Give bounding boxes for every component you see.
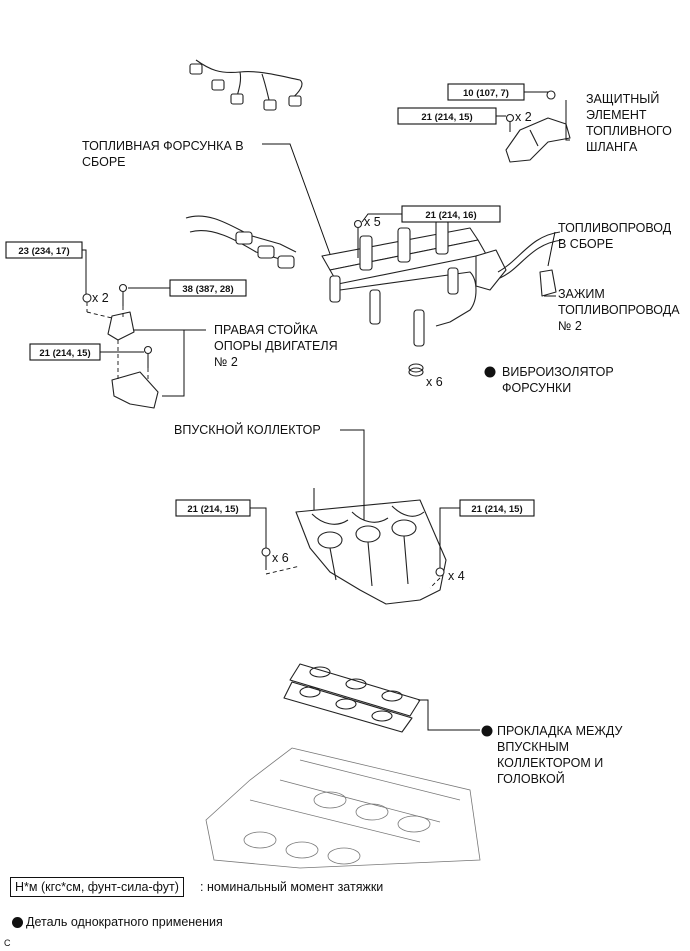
torque-mount-nut: 23 (234, 17) — [18, 246, 69, 257]
torque-mount-bolt38: 38 (387, 28) — [182, 284, 233, 295]
label-hose-protector: ЗАЩИТНЫЙ ЭЛЕМЕНТ ТОПЛИВНОГО ШЛАНГА — [586, 91, 675, 154]
qty-rail: x 5 — [364, 215, 381, 229]
torque-mount-bolt21: 21 (214, 15) — [39, 348, 90, 359]
label-insulator: ВИБРОИЗОЛЯТОР ФОРСУНКИ — [502, 365, 617, 395]
torque-box-mount-bolt38 — [169, 279, 247, 297]
legend-non-reusable: Деталь однократного применения — [26, 915, 223, 929]
fuel-rail-illustration — [321, 219, 563, 347]
non-reusable-dot-insulator — [484, 366, 496, 378]
engine-block-illustration — [205, 747, 481, 869]
gasket-illustration — [283, 663, 421, 733]
leader-lines — [82, 91, 570, 731]
legend-torque-units: Н*м (кгс*см, фунт-сила-фут) — [10, 877, 184, 897]
qty-insulator: x 6 — [426, 375, 443, 389]
qty-protector: x 2 — [515, 110, 532, 124]
torque-box-rail-bolt — [401, 205, 501, 223]
quantities: x 2 x 5 x 2 x 6 x 6 x 4 — [92, 110, 532, 583]
label-gasket: ПРОКЛАДКА МЕЖДУ ВПУСКНЫМ КОЛЛЕКТОРОМ И Г… — [497, 724, 626, 786]
torque-box-manifold-bolt — [175, 499, 251, 517]
figure-code: C — [4, 938, 11, 948]
label-fuel-pipe: ТОПЛИВОПРОВОД В СБОРЕ — [558, 221, 675, 251]
label-engine-mount: ПРАВАЯ СТОЙКА ОПОРЫ ДВИГАТЕЛЯ № 2 — [214, 322, 341, 369]
part-labels: ТОПЛИВНАЯ ФОРСУНКА В СБОРЕ ЗАЩИТНЫЙ ЭЛЕМ… — [82, 91, 683, 786]
non-reusable-dot-gasket — [481, 725, 493, 737]
legend-torque-desc: : номинальный момент затяжки — [200, 880, 384, 894]
qty-mount: x 2 — [92, 291, 109, 305]
torque-manifold-bolt: 21 (214, 15) — [187, 504, 238, 515]
label-injector: ТОПЛИВНАЯ ФОРСУНКА В СБОРЕ — [82, 139, 247, 169]
torque-box-manifold-nut — [459, 499, 535, 517]
torque-protector-bolt: 21 (214, 15) — [421, 112, 472, 123]
engine-parts-left-illustration — [185, 215, 297, 269]
torque-box-mount-bolt21 — [29, 343, 101, 361]
torque-box-protector-top — [447, 83, 525, 101]
torque-manifold-nut: 21 (214, 15) — [471, 504, 522, 515]
wire-harness-illustration — [189, 59, 303, 111]
legend-non-reusable-dot — [12, 917, 23, 928]
label-intake-manifold: ВПУСКНОЙ КОЛЛЕКТОР — [174, 422, 321, 437]
label-pipe-clamp: ЗАЖИМ ТОПЛИВОПРОВОДА № 2 — [558, 287, 683, 333]
torque-box-mount-nut — [5, 241, 83, 259]
engine-mount-stay-illustration — [82, 283, 159, 409]
torque-boxes: 10 (107, 7) 21 (214, 15) 21 (214, 16) 23… — [5, 83, 535, 517]
fuel-hose-protector-illustration — [505, 90, 571, 163]
insulator-illustration — [408, 363, 424, 377]
qty-manifold-nut: x 4 — [448, 569, 465, 583]
torque-box-protector-bolt — [397, 107, 497, 125]
torque-protector-top: 10 (107, 7) — [463, 88, 509, 99]
intake-manifold-illustration — [261, 488, 447, 605]
non-reusable-markers — [481, 366, 496, 737]
qty-manifold-bolt: x 6 — [272, 551, 289, 565]
torque-rail-bolt: 21 (214, 16) — [425, 210, 476, 221]
